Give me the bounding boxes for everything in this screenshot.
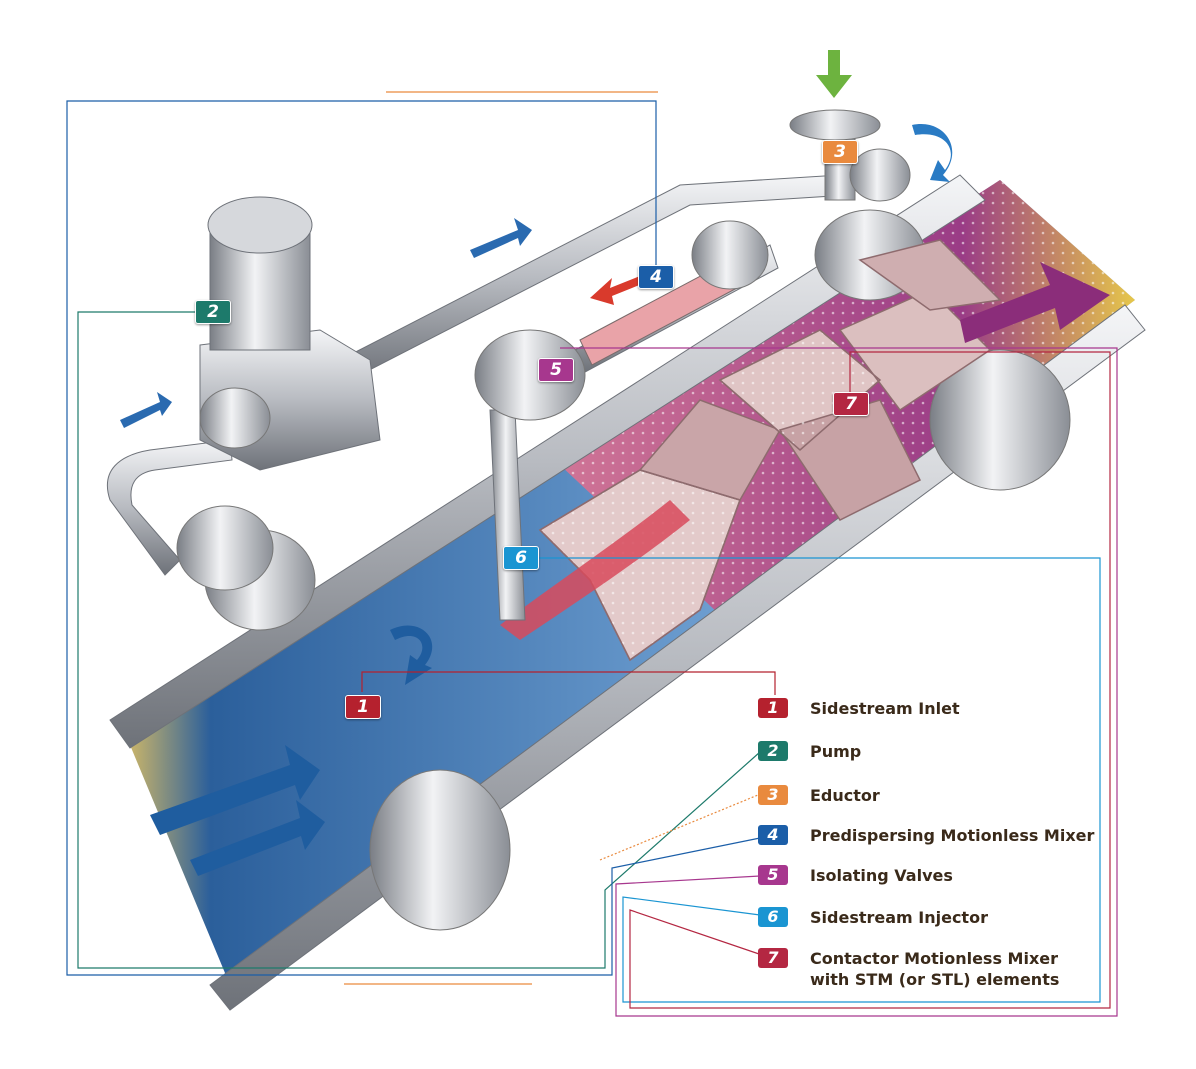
leader-lines	[66, 100, 1118, 1017]
flow-arrows	[120, 50, 1110, 876]
legend-label: Contactor Motionless Mixer	[810, 949, 1059, 968]
eductor-feed-arrow	[816, 50, 852, 98]
predisperse-flow-arrow	[590, 272, 652, 305]
inlet-flow-arrow	[150, 745, 320, 835]
legend-label: Pump	[810, 742, 862, 761]
sidestream-swirl-arrow	[390, 625, 433, 685]
legend-badge-3: 3	[758, 785, 788, 805]
legend-badge-1: 1	[758, 698, 788, 718]
legend-badge-5: 5	[758, 865, 788, 885]
legend-label: Isolating Valves	[810, 866, 953, 885]
legend-label: Sidestream Injector	[810, 908, 988, 927]
legend-item-eductor: 3 Eductor	[758, 785, 880, 809]
legend-label: Predispersing Motionless Mixer	[810, 826, 1095, 845]
legend-badge-2: 2	[758, 741, 788, 761]
badge-3: 3	[822, 140, 858, 164]
sidestream-piping	[106, 109, 911, 621]
pump-body	[199, 196, 381, 471]
badge-7: 7	[833, 392, 869, 416]
legend-item-predispersing-mixer: 4 Predispersing Motionless Mixer	[758, 825, 1094, 849]
legend-item-pump: 2 Pump	[758, 741, 861, 765]
badge-2: 2	[195, 300, 231, 324]
contactor-mixer-elements	[538, 239, 1002, 662]
legend-badge-7: 7	[758, 948, 788, 968]
legend-badge-4: 4	[758, 825, 788, 845]
legend-item-isolating-valves: 5 Isolating Valves	[758, 865, 953, 889]
legend-badge-6: 6	[758, 907, 788, 927]
legend-item-sidestream-inlet: 1 Sidestream Inlet	[758, 698, 960, 722]
legend-item-contactor-mixer: 7 Contactor Motionless Mixer	[758, 948, 1058, 972]
badge-5: 5	[538, 358, 574, 382]
badge-6: 6	[503, 546, 539, 570]
badge-4: 4	[638, 265, 674, 289]
badge-1: 1	[345, 695, 381, 719]
legend-label: Eductor	[810, 786, 880, 805]
legend-item-sidestream-injector: 6 Sidestream Injector	[758, 907, 988, 931]
mixer-flow-arrow	[960, 262, 1110, 343]
legend-sublabel: with STM (or STL) elements	[810, 970, 1060, 989]
legend-label: Sidestream Inlet	[810, 699, 960, 718]
return-flow-arrow	[912, 124, 953, 182]
